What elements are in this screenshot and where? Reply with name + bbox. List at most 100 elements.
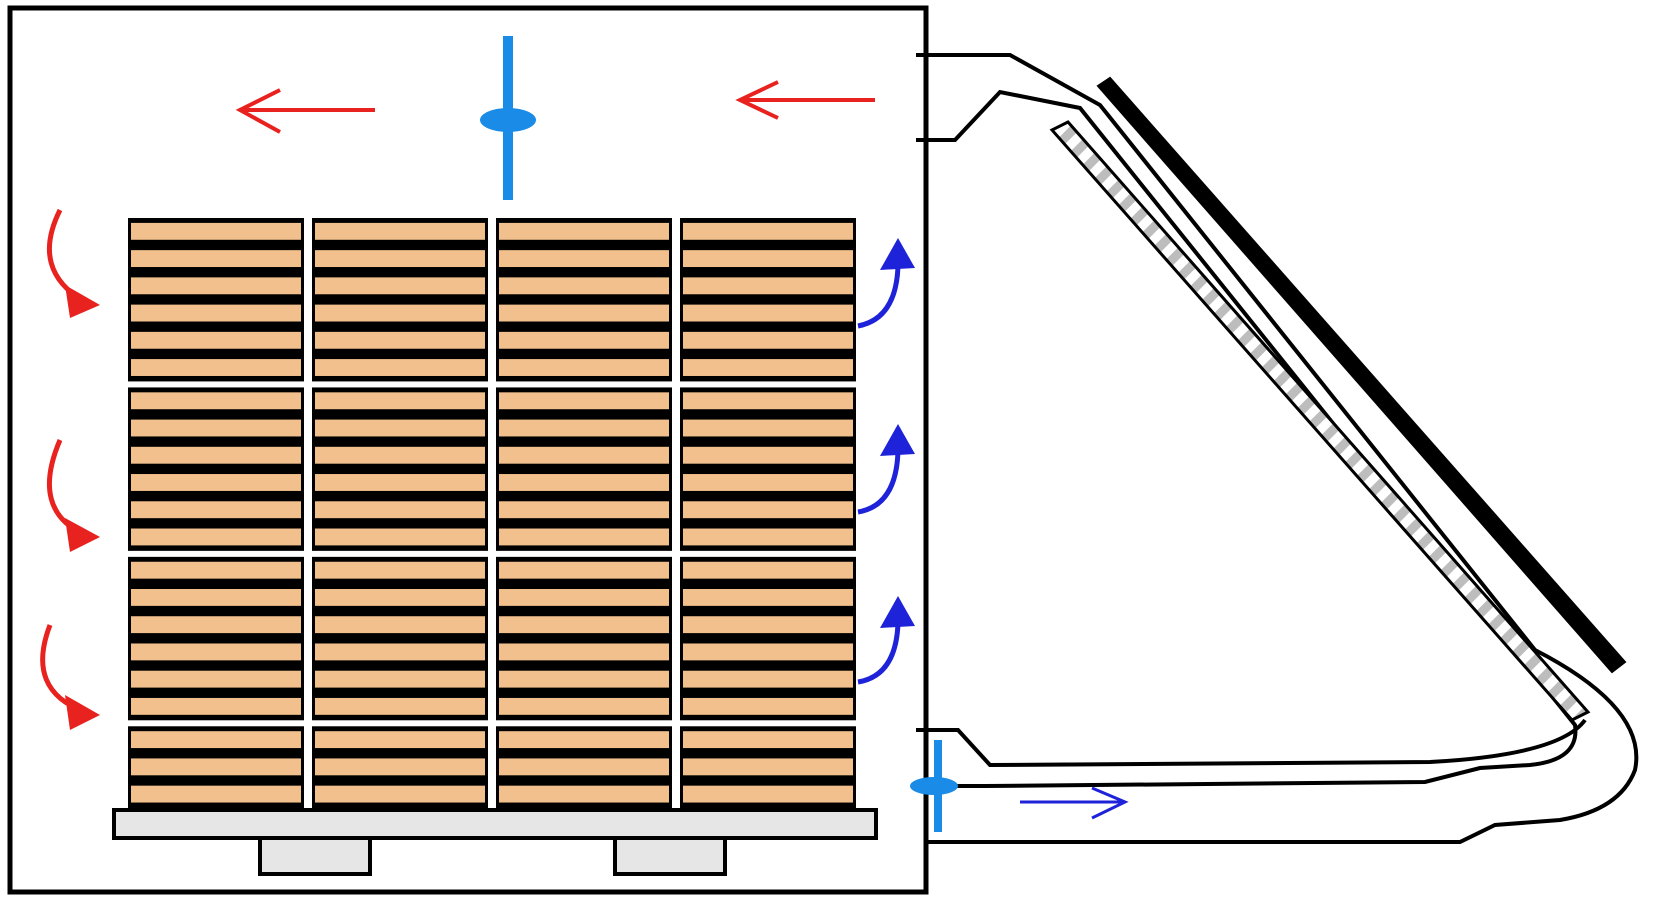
airflow-arrow-icon [857,596,915,685]
lumber-board [683,222,853,240]
lumber-board [131,528,301,546]
airflow-arrow-icon [735,80,875,120]
lumber-board [499,359,669,376]
lumber-board [683,561,853,579]
lumber-board [131,359,301,376]
lumber-board [499,250,669,268]
pallet-base [112,808,878,840]
lumber-board [315,501,485,519]
lumber-board [315,359,485,376]
lumber-board [315,528,485,546]
airflow-arrow-icon [857,424,915,515]
lumber-board [683,501,853,519]
lumber-board [131,785,301,803]
lumber-board [315,643,485,661]
lumber-stack [124,218,860,808]
lumber-board [683,474,853,491]
airflow-arrow-icon [857,238,915,329]
lumber-board [499,474,669,491]
lumber-board [683,392,853,410]
kiln-chamber [7,5,929,895]
lumber-board [499,446,669,464]
lumber-board [315,758,485,776]
lumber-board [131,277,301,295]
lumber-board [315,670,485,688]
lumber-board [499,561,669,579]
lumber-board [683,697,853,715]
lumber-board [683,331,853,349]
collector-glazing [1096,76,1627,674]
lumber-board [683,419,853,437]
lumber-board [683,277,853,295]
lumber-board [683,731,853,749]
lumber-board [683,250,853,268]
pallet-foot-left [258,836,372,876]
collector-duct-inner [916,89,1578,788]
lumber-board [499,528,669,546]
lumber-board [131,758,301,776]
lumber-board [315,419,485,437]
tier-separator [124,720,860,727]
collector-duct-lower-inner [916,718,1587,768]
lumber-board [499,697,669,715]
lumber-board [499,670,669,688]
lumber-board [499,785,669,803]
lumber-board [499,731,669,749]
lumber-board [683,616,853,634]
lumber-board [315,731,485,749]
fan-icon [480,36,536,200]
airflow-arrow-icon [1020,786,1129,820]
lumber-board [131,419,301,437]
lumber-board [315,331,485,349]
lumber-board [315,697,485,715]
tier-separator [124,550,860,557]
lumber-board [499,643,669,661]
lumber-board [499,392,669,410]
lumber-board [499,616,669,634]
lumber-board [315,304,485,322]
collector-absorber [1049,120,1591,722]
lumber-board [683,670,853,688]
lumber-board [499,304,669,322]
lumber-board [315,222,485,240]
lumber-board [683,785,853,803]
lumber-board [315,588,485,606]
lumber-board [499,419,669,437]
lumber-board [131,643,301,661]
pallet-foot-right [613,836,727,876]
lumber-board [683,304,853,322]
collector-duct-outer [916,53,1639,844]
lumber-board [131,501,301,519]
tier-separator [124,381,860,388]
lumber-board [499,588,669,606]
lumber-board [131,561,301,579]
lumber-board [315,474,485,491]
lumber-board [683,446,853,464]
lumber-board [131,331,301,349]
lumber-board [131,392,301,410]
airflow-arrow-icon [46,208,100,318]
lumber-board [131,697,301,715]
lumber-board [315,785,485,803]
lumber-board [499,758,669,776]
lumber-board [499,277,669,295]
lumber-board [315,446,485,464]
airflow-arrow-icon [235,88,375,134]
lumber-board [131,731,301,749]
lumber-board [315,250,485,268]
lumber-board [315,561,485,579]
lumber-board [315,277,485,295]
lumber-board [131,250,301,268]
lumber-board [683,758,853,776]
lumber-board [499,501,669,519]
lumber-board [315,392,485,410]
lumber-board [131,474,301,491]
lumber-board [131,616,301,634]
lumber-board [499,331,669,349]
fan-icon [910,740,958,832]
lumber-board [131,670,301,688]
airflow-arrow-icon [40,624,100,730]
lumber-board [131,304,301,322]
lumber-board [683,359,853,376]
